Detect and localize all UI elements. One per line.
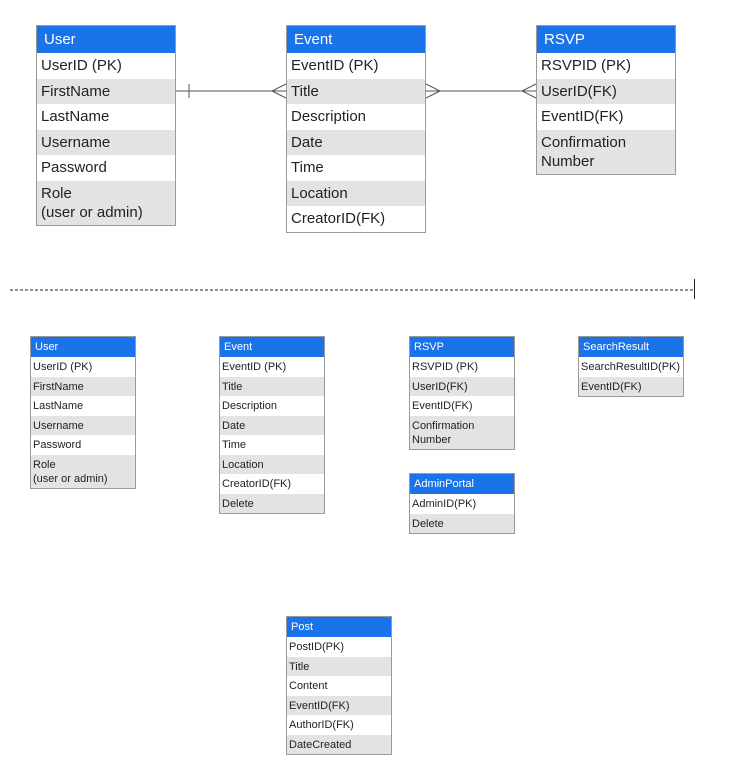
entity-field: Role (user or admin) <box>31 454 135 488</box>
entity-header: Event <box>287 26 425 53</box>
entity-event-small[interactable]: Event EventID (PK) Title Description Dat… <box>219 336 325 514</box>
crows-foot-many-mark <box>425 83 442 99</box>
entity-header: SearchResult <box>579 337 683 357</box>
entity-field: EventID(FK) <box>412 400 473 412</box>
entity-field: FirstName <box>31 376 135 396</box>
entity-field: Title <box>287 78 425 104</box>
entity-header: RSVP <box>537 26 675 53</box>
entity-field: Location <box>287 180 425 206</box>
entity-field: CreatorID(FK) <box>222 478 292 490</box>
entity-field: UserID (PK) <box>33 361 93 373</box>
entity-user-small[interactable]: User UserID (PK) FirstName LastName User… <box>30 336 136 489</box>
entity-field: Username <box>31 415 135 435</box>
entity-rsvp-small[interactable]: RSVP RSVPID (PK) UserID(FK) EventID(FK) … <box>409 336 515 450</box>
entity-field: Description <box>222 400 278 412</box>
entity-field: Role (user or admin) <box>37 180 175 225</box>
entity-field: Date <box>287 129 425 155</box>
entity-field: UserID (PK) <box>41 57 122 74</box>
entity-field: Description <box>291 108 367 125</box>
entity-field: EventID(FK) <box>287 695 391 715</box>
entity-search-result[interactable]: SearchResult SearchResultID(PK) EventID(… <box>578 336 684 397</box>
entity-field: Date <box>220 415 324 435</box>
entity-header: AdminPortal <box>410 474 514 494</box>
entity-user[interactable]: User UserID (PK) FirstName LastName User… <box>36 25 176 226</box>
entity-field: PostID(PK) <box>289 641 345 653</box>
entity-field: SearchResultID(PK) <box>581 361 681 373</box>
entity-field: RSVPID (PK) <box>412 361 479 373</box>
entity-field: EventID (PK) <box>291 57 379 74</box>
crows-foot-many-mark <box>520 83 537 99</box>
entity-field: EventID(FK) <box>541 108 624 125</box>
entity-field: CreatorID(FK) <box>291 210 386 227</box>
entity-field: Password <box>33 439 82 451</box>
entity-field: Location <box>220 454 324 474</box>
entity-field: LastName <box>41 108 110 125</box>
entity-field: Title <box>220 376 324 396</box>
entity-field: AuthorID(FK) <box>289 719 354 731</box>
entity-field: EventID(FK) <box>579 376 683 396</box>
entity-field: Username <box>37 129 175 155</box>
entity-rsvp[interactable]: RSVP RSVPID (PK) UserID(FK) EventID(FK) … <box>536 25 676 175</box>
entity-field: Time <box>222 439 247 451</box>
entity-field: Content <box>289 680 328 692</box>
entity-field: EventID (PK) <box>222 361 287 373</box>
entity-event[interactable]: Event EventID (PK) Title Description Dat… <box>286 25 426 233</box>
entity-field: LastName <box>33 400 84 412</box>
entity-post[interactable]: Post PostID(PK) Title Content EventID(FK… <box>286 616 392 755</box>
entity-field: AdminID(PK) <box>412 498 477 510</box>
entity-field: RSVPID (PK) <box>541 57 632 74</box>
entity-header: User <box>31 337 135 357</box>
entity-admin-portal[interactable]: AdminPortal AdminID(PK) Delete <box>409 473 515 534</box>
entity-header: Event <box>220 337 324 357</box>
entity-header: User <box>37 26 175 53</box>
entity-header: RSVP <box>410 337 514 357</box>
entity-field: Title <box>287 656 391 676</box>
entity-field: Password <box>41 159 107 176</box>
entity-field: Confirmation Number <box>410 415 514 449</box>
entity-header: Post <box>287 617 391 637</box>
entity-field: Delete <box>220 493 324 513</box>
entity-field: UserID(FK) <box>537 78 675 104</box>
entity-field: UserID(FK) <box>410 376 514 396</box>
entity-field: Time <box>291 159 324 176</box>
entity-field: FirstName <box>37 78 175 104</box>
entity-field: Delete <box>410 513 514 533</box>
entity-field: DateCreated <box>287 734 391 754</box>
entity-field: Confirmation Number <box>537 129 675 174</box>
crows-foot-many-mark <box>270 83 287 99</box>
